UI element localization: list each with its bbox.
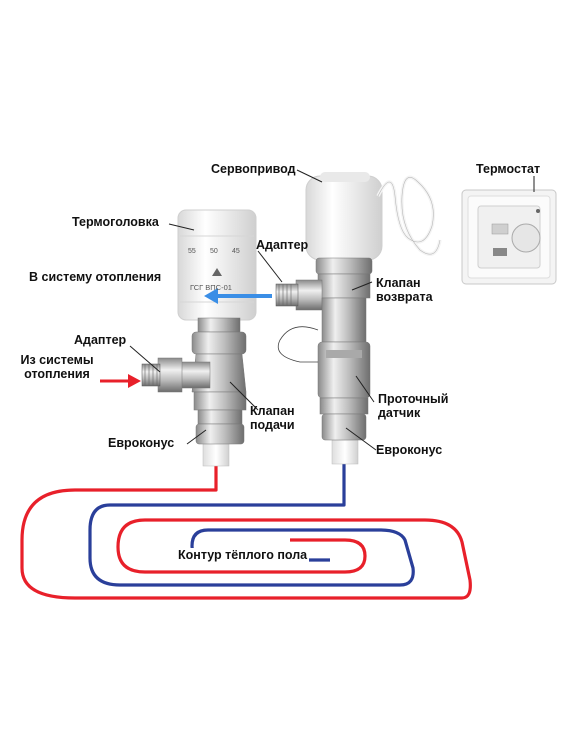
right-white-pipe (331, 439, 359, 465)
thermostat-knob-icon (511, 223, 541, 253)
room-thermostat (461, 189, 557, 285)
thermohead-model: ГСГ ВПС-01 (190, 283, 232, 292)
label-thermohead: Термоголовка (72, 215, 159, 229)
thermohead-scale-3: 45 (232, 248, 240, 255)
label-floor-loop: Контур тёплого пола (176, 548, 310, 562)
label-supply-valve: Клапан подачи (250, 404, 295, 432)
label-flow-sensor: Проточный датчик (378, 392, 448, 420)
label-flow-sensor-line2: датчик (378, 406, 421, 420)
supply-pipe-red (20, 462, 472, 600)
from-heating-arrow (100, 374, 141, 388)
thermohead-pointer-icon (212, 268, 222, 276)
supply-valve-assembly (141, 209, 257, 445)
thermohead-scale-1: 55 (188, 248, 196, 255)
label-from-heating: Из системы отопления (14, 353, 100, 381)
label-from-heating-line2: отопления (24, 367, 90, 381)
return-valve-assembly (275, 172, 442, 441)
label-flow-sensor-line1: Проточный (378, 392, 449, 406)
servo-cable (376, 175, 442, 256)
servo-actuator-body (305, 175, 383, 261)
label-supply-valve-line1: Клапан (250, 404, 295, 418)
label-return-valve-line1: Клапан (376, 276, 421, 290)
label-supply-valve-line2: подачи (250, 418, 295, 432)
label-euroconus-left: Евроконус (108, 436, 175, 450)
thermohead-scale-2: 50 (210, 248, 218, 255)
label-servo: Сервопривод (211, 162, 296, 176)
thermohead-body (177, 209, 257, 321)
label-adapter-top: Адаптер (256, 238, 309, 252)
label-thermostat: Термостат (476, 162, 541, 176)
label-from-heating-line1: Из системы (20, 353, 94, 367)
label-return-valve: Клапан возврата (376, 276, 433, 304)
return-pipe-blue (88, 460, 415, 587)
label-to-heating: В систему отопления (29, 270, 162, 284)
leader-lines (129, 169, 535, 451)
to-heating-arrow (204, 288, 272, 304)
label-adapter-left: Адаптер (74, 333, 127, 347)
label-return-valve-line2: возврата (376, 290, 433, 304)
floor-loop-pipes (20, 460, 472, 600)
label-euroconus-right: Евроконус (376, 443, 443, 457)
left-white-pipe (202, 441, 230, 467)
